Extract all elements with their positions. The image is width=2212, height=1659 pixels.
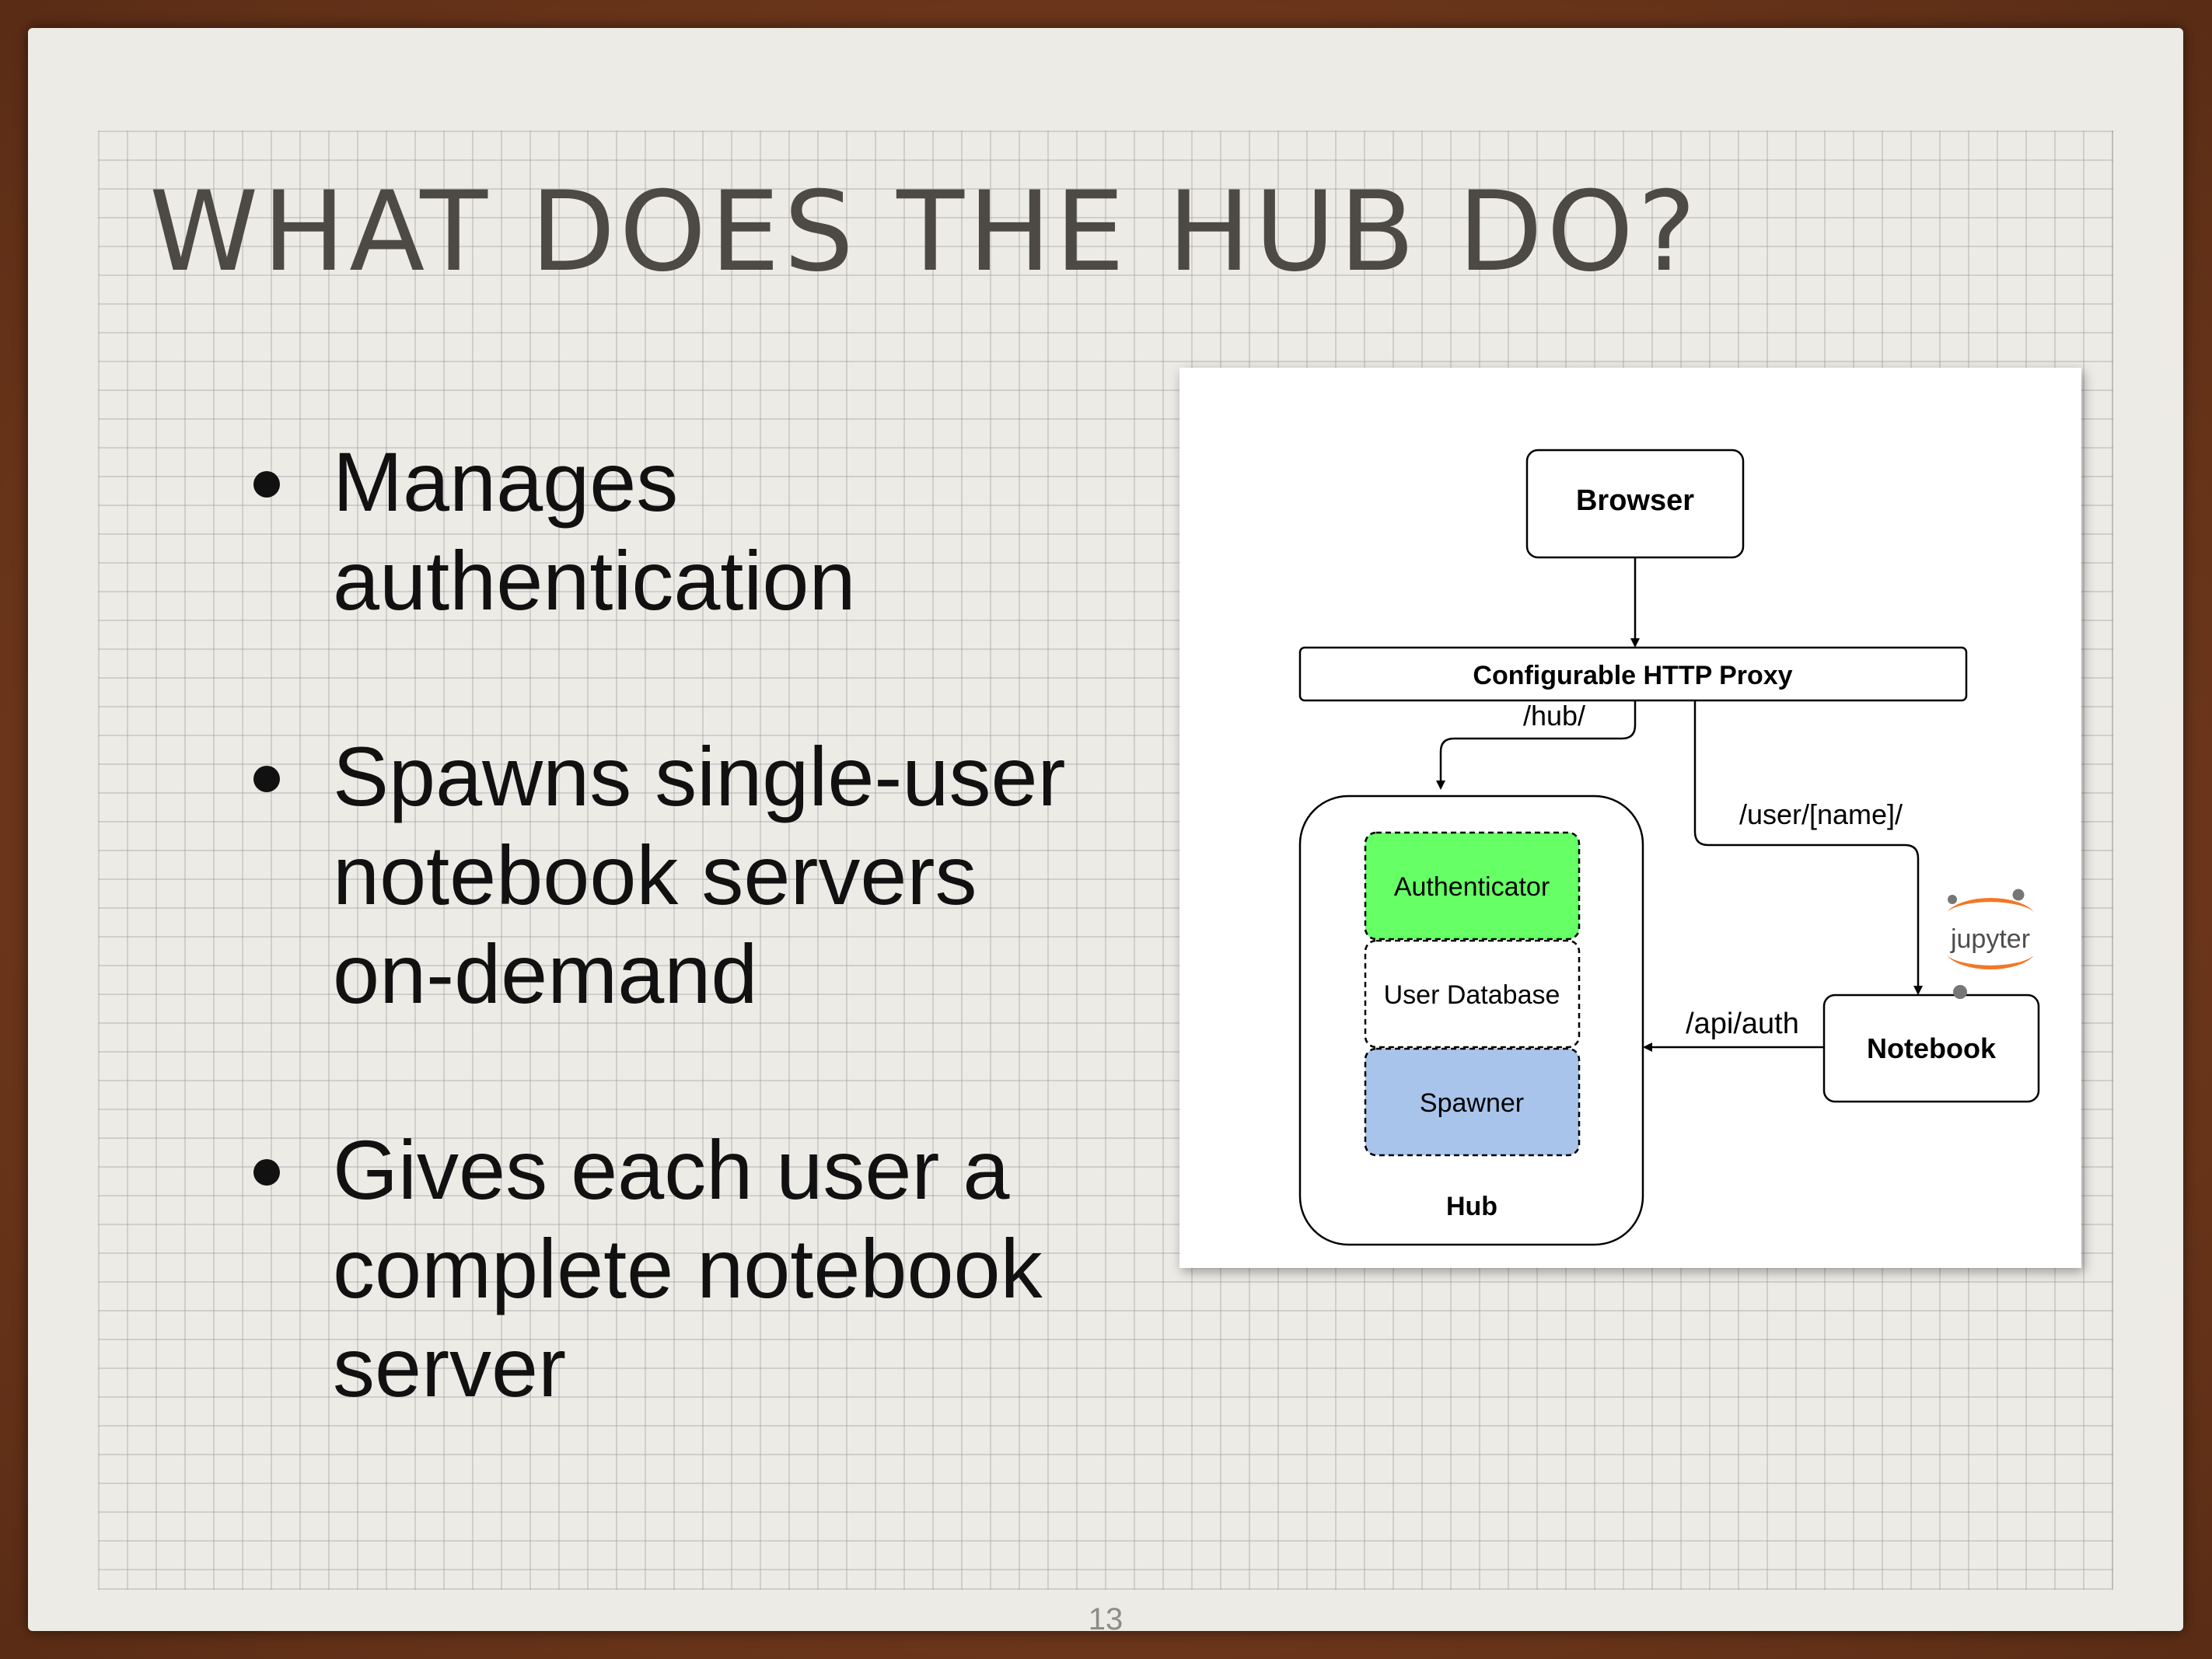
bullet-dot-icon (253, 471, 280, 498)
hub-route-label: /hub/ (1523, 700, 1585, 732)
authenticator-label: Authenticator (1394, 872, 1550, 902)
api-route-label: /api/auth (1686, 1008, 1799, 1040)
bullet-line: Spawns single-user (333, 729, 1066, 823)
bullet-dot-icon (253, 1159, 280, 1186)
bullet-line: server (333, 1320, 567, 1414)
bullet-line: Gives each user a (333, 1123, 1010, 1217)
user-route-label: /user/[name]/ (1739, 798, 1903, 830)
bullet-list: Manages authentication Spawns single-use… (230, 432, 1202, 1514)
page-number: 13 (1088, 1602, 1123, 1631)
browser-node: Browser (1525, 449, 1745, 559)
proxy-label: Configurable HTTP Proxy (1473, 661, 1792, 690)
spawner-box (1364, 1047, 1581, 1157)
notebook-node: Notebook (1822, 994, 2040, 1103)
bullet-line: notebook servers (333, 828, 977, 922)
jupyter-logo-icon: jupyter (1947, 889, 2034, 999)
spawner-label: Spawner (1420, 1088, 1524, 1118)
bullet-dot-icon (253, 766, 280, 792)
bullet-item: Manages authentication (230, 432, 1202, 630)
proxy-to-notebook-arrow (1693, 700, 1923, 995)
bullet-item: Spawns single-user notebook servers on-d… (230, 727, 1202, 1023)
jupyter-logo-text: jupyter (1950, 924, 2030, 954)
proxy-to-hub-arrow (1436, 700, 1637, 790)
user-database-box (1364, 939, 1581, 1049)
authenticator-box (1364, 831, 1581, 941)
user-database-label: User Database (1384, 980, 1560, 1010)
bullet-line: on-demand (333, 927, 758, 1021)
notebook-label: Notebook (1867, 1032, 1997, 1064)
bullet-line: complete notebook (333, 1221, 1043, 1315)
slide-title: WHAT DOES THE HUB DO? (149, 168, 1700, 296)
browser-label: Browser (1576, 484, 1694, 517)
hub-label: Hub (1446, 1192, 1497, 1221)
bullet-line: Manages (333, 435, 679, 529)
diagram-svg: Browser Configurable HTTP Proxy /hub/ /u… (1298, 449, 2040, 1246)
bullet-item: Gives each user a complete notebook serv… (230, 1120, 1202, 1416)
hub-node: Authenticator User Database Spawner Hub (1298, 795, 1644, 1246)
proxy-node: Configurable HTTP Proxy (1298, 646, 1968, 702)
bullet-line: authentication (333, 533, 856, 627)
architecture-diagram: Browser Configurable HTTP Proxy /hub/ /u… (1179, 368, 2081, 1268)
